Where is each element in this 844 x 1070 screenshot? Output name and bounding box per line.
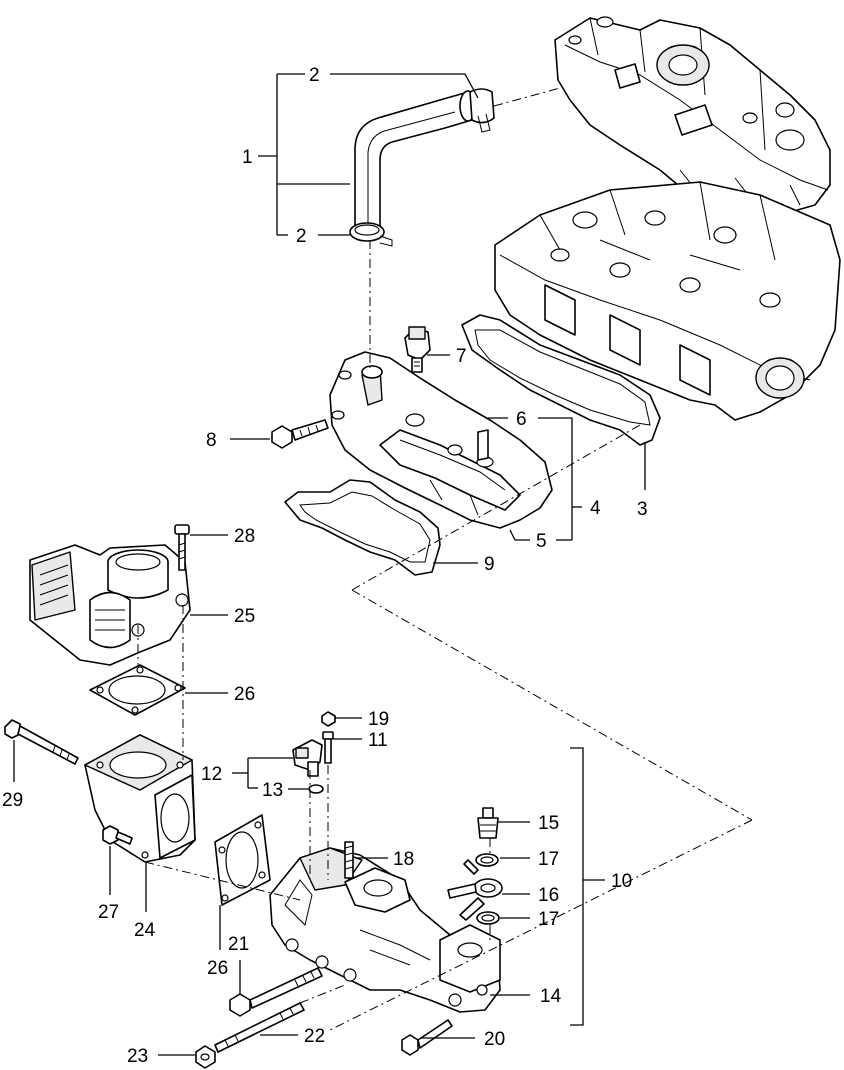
fitting-15 [477,807,499,839]
leader-lines [13,73,646,1056]
bolt-8 [271,419,329,449]
callout-16: 16 [538,885,559,906]
manifold-14 [269,847,501,1013]
intake-manifold [329,351,553,529]
nut-23 [195,1045,216,1069]
callout-20: 20 [484,1029,505,1050]
bolt-29 [4,719,79,765]
bolt-21 [229,967,323,1017]
callout-5: 5 [536,531,547,552]
o-ring-17-lower [476,911,500,925]
callout-6: 6 [516,409,527,430]
callout-11: 11 [368,730,388,751]
callout-24: 24 [134,920,156,941]
callout-2: 2 [309,65,320,86]
callout-29: 29 [2,790,23,811]
sensor-12 [292,739,323,777]
stud-18 [344,841,354,879]
callout-9: 9 [484,554,495,575]
callout-12: 12 [201,764,222,785]
gasket-26-upper [89,664,186,716]
breather-hose-assembly [349,88,495,247]
bolt-22 [214,1002,305,1053]
callout-17: 17 [538,909,559,930]
sensor-7 [404,326,431,373]
callout-28: 28 [234,526,255,547]
callout-23: 23 [127,1046,148,1067]
o-ring-17-upper [475,853,499,867]
callout-27: 27 [98,902,119,923]
callout-25: 25 [234,606,255,627]
bolt-11 [322,731,334,764]
callout-13: 13 [262,780,283,801]
valve-cover [554,16,831,223]
callout-19: 19 [368,709,389,730]
callout-10: 10 [611,871,632,892]
nut-19 [321,711,336,727]
throttle-body-25 [29,544,191,666]
callout-1: 1 [242,147,253,168]
bolt-20 [401,1019,453,1056]
callout-4: 4 [590,498,601,519]
alignment-lines [137,87,753,1031]
callout-18: 18 [393,849,414,870]
callout-26: 26 [207,958,228,979]
bolt-27 [102,825,133,845]
callout-22: 22 [304,1026,325,1047]
elbow-adapter-24 [84,734,196,863]
callout-17: 17 [538,849,559,870]
gasket-9 [284,479,441,576]
callout-14: 14 [540,986,562,1007]
gasket-26-lower [214,814,271,906]
callout-26: 26 [234,684,255,705]
banjo-fitting-16 [447,859,503,921]
callout-21: 21 [228,934,249,955]
washer-13 [308,784,324,794]
callout-8: 8 [206,430,217,451]
callout-7: 7 [456,346,467,367]
callout-2: 2 [296,226,307,247]
callout-15: 15 [538,813,559,834]
cylinder-head [494,181,841,421]
bolt-28 [174,524,190,571]
intake-gasket-3 [461,314,661,446]
callout-3: 3 [637,499,648,520]
callout-labels: 1 2 2 3 4 5 6 7 8 9 10 11 12 13 14 15 16… [2,65,648,1067]
